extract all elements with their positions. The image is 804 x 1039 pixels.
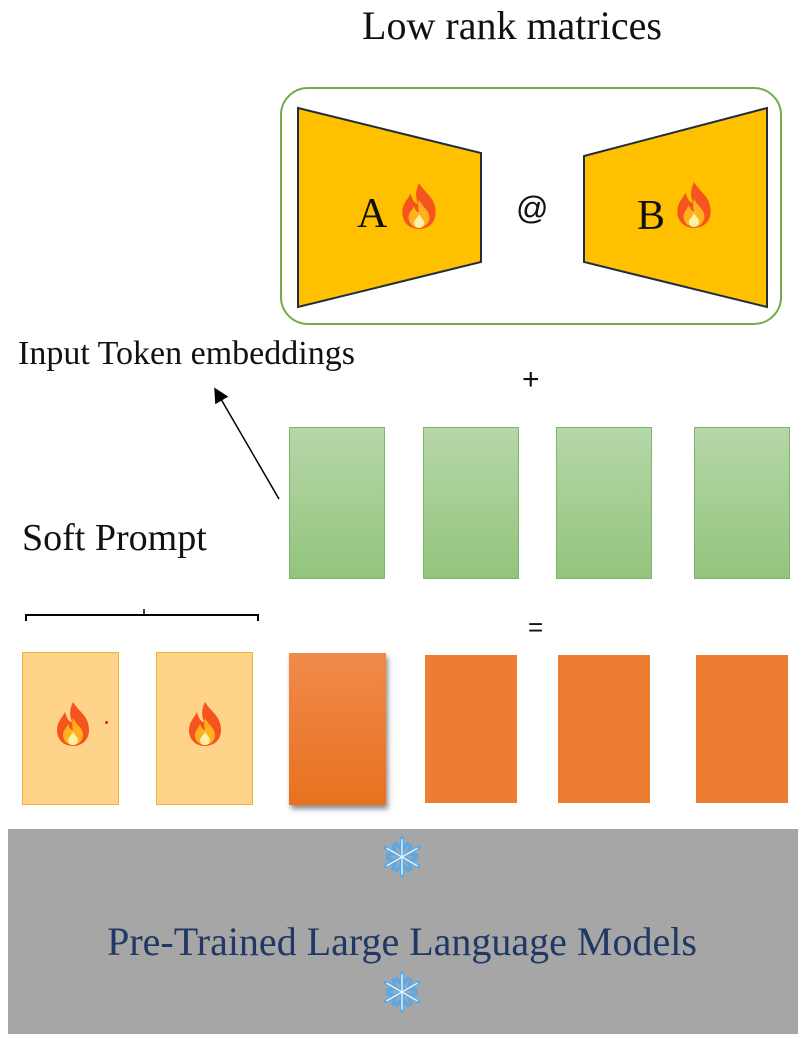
fire-icon — [677, 182, 711, 228]
embedding-block — [556, 427, 652, 579]
pointer-arrow — [214, 387, 280, 500]
matrix-a — [297, 106, 482, 309]
arrow-line — [214, 387, 280, 500]
matmul-operator: @ — [516, 190, 549, 226]
low-rank-matrices — [297, 106, 768, 309]
token-block — [289, 653, 386, 805]
fire-icon — [57, 702, 89, 746]
snowflake-icon — [383, 970, 421, 1014]
soft-prompt-bracket — [25, 609, 259, 621]
fire-icon — [189, 702, 221, 746]
matrix-a-label: A — [357, 191, 388, 237]
embedding-block — [289, 427, 385, 579]
embedding-block — [694, 427, 790, 579]
input-token-embeddings-label: Input Token embeddings — [18, 335, 355, 372]
soft-prompt-label: Soft Prompt — [22, 517, 207, 559]
snowflake-icon — [383, 835, 421, 879]
low-rank-title: Low rank matrices — [362, 3, 662, 48]
llm-label: Pre-Trained Large Language Models — [107, 919, 697, 964]
low-rank-group — [280, 87, 782, 325]
token-block — [558, 655, 650, 803]
token-block — [425, 655, 517, 803]
equals-operator: = — [528, 612, 544, 642]
red-dot — [105, 721, 108, 724]
embedding-block — [423, 427, 519, 579]
plus-operator: + — [522, 363, 540, 396]
matrix-b-label: B — [637, 193, 666, 239]
fire-icon — [402, 183, 436, 229]
matrix-b — [583, 106, 768, 309]
token-block — [696, 655, 788, 803]
